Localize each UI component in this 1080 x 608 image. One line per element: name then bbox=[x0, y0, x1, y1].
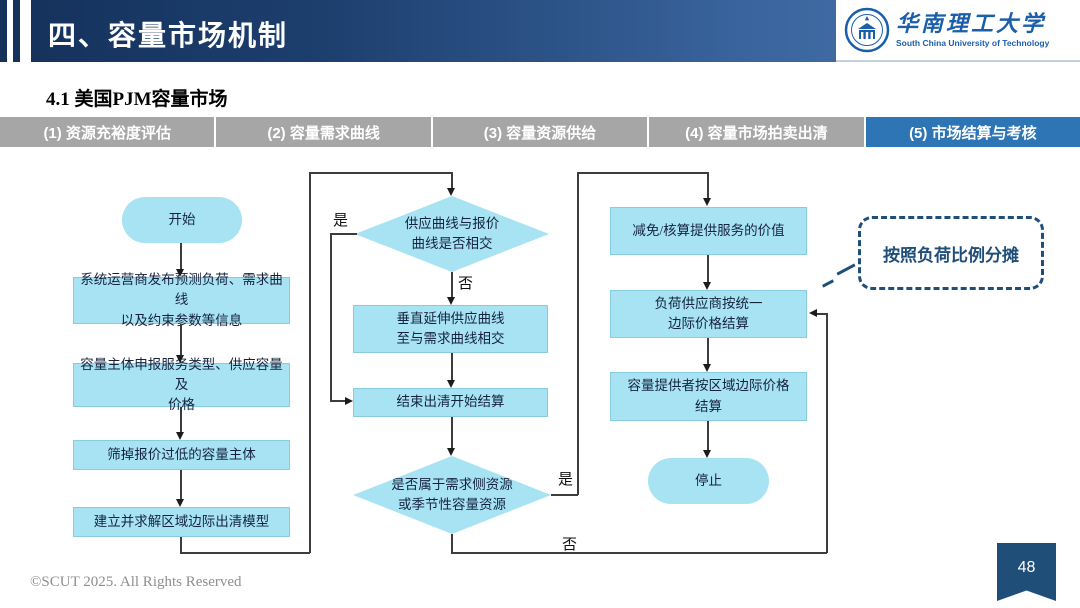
flow-decision-curves-intersect: 供应曲线与报价 曲线是否相交 bbox=[355, 196, 549, 272]
branch-label-yes: 是 bbox=[558, 472, 574, 488]
decor-stripe-wide bbox=[20, 0, 31, 62]
arrowhead bbox=[176, 269, 184, 277]
connector-line bbox=[826, 313, 828, 553]
connector-line bbox=[180, 243, 182, 269]
step-tabbar: (1) 资源充裕度评估 (2) 容量需求曲线 (3) 容量资源供给 (4) 容量… bbox=[0, 117, 1080, 147]
connector-line bbox=[309, 172, 311, 553]
flow-settle-node: 结束出清开始结算 bbox=[353, 388, 548, 417]
connector-line bbox=[577, 172, 579, 495]
callout-tail-dash bbox=[821, 279, 835, 288]
arrowhead bbox=[176, 355, 184, 363]
flow-provider-settle-node: 容量提供者按区域边际价格 结算 bbox=[610, 372, 807, 421]
connector-line bbox=[330, 233, 357, 235]
branch-label-no: 否 bbox=[458, 276, 474, 292]
connector-line bbox=[451, 552, 827, 554]
connector-line bbox=[330, 400, 345, 402]
connector-line bbox=[309, 172, 452, 174]
connector-line bbox=[451, 172, 453, 189]
arrowhead bbox=[703, 282, 711, 290]
connector-line bbox=[817, 313, 827, 315]
flow-start-node: 开始 bbox=[122, 197, 242, 243]
connector-line bbox=[707, 172, 709, 199]
arrowhead bbox=[703, 450, 711, 458]
arrowhead bbox=[176, 432, 184, 440]
flow-load-settle-node: 负荷供应商按统一 边际价格结算 bbox=[610, 290, 807, 338]
page-title: 四、容量市场机制 bbox=[48, 20, 289, 51]
arrowhead bbox=[703, 364, 711, 372]
copyright-text: ©SCUT 2025. All Rights Reserved bbox=[30, 574, 242, 590]
tab-resource-adequacy[interactable]: (1) 资源充裕度评估 bbox=[0, 117, 215, 147]
flow-model-node: 建立并求解区域边际出清模型 bbox=[73, 507, 290, 537]
branch-label-no: 否 bbox=[562, 537, 578, 553]
tab-auction-clearing[interactable]: (4) 容量市场拍卖出清 bbox=[649, 117, 864, 147]
connector-line bbox=[707, 255, 709, 282]
connector-line bbox=[451, 353, 453, 381]
flow-deduct-node: 减免/核算提供服务的价值 bbox=[610, 207, 807, 255]
arrowhead bbox=[809, 309, 817, 317]
connector-line bbox=[577, 172, 708, 174]
connector-line bbox=[707, 421, 709, 450]
arrowhead bbox=[703, 198, 711, 206]
connector-line bbox=[451, 417, 453, 449]
branch-label-yes: 是 bbox=[333, 213, 349, 229]
connector-line bbox=[180, 470, 182, 499]
flow-publish-node: 系统运营商发布预测负荷、需求曲线 以及约束参数等信息 bbox=[73, 272, 290, 328]
university-seal-icon bbox=[844, 7, 890, 53]
tab-resource-supply[interactable]: (3) 容量资源供给 bbox=[432, 117, 648, 147]
connector-line bbox=[180, 537, 182, 553]
arrowhead bbox=[447, 188, 455, 196]
flow-filter-node: 筛掉报价过低的容量主体 bbox=[73, 440, 290, 470]
flow-stop-node: 停止 bbox=[648, 458, 769, 504]
connector-line bbox=[180, 407, 182, 432]
connector-line bbox=[180, 324, 182, 355]
flow-declare-node: 容量主体申报服务类型、供应容量及 价格 bbox=[73, 357, 290, 412]
connector-line bbox=[551, 494, 578, 496]
arrowhead bbox=[447, 380, 455, 388]
connector-line bbox=[707, 338, 709, 364]
tab-demand-curve[interactable]: (2) 容量需求曲线 bbox=[216, 117, 431, 147]
connector-line bbox=[451, 272, 453, 298]
university-logo: 华南理工大学 South China University of Technol… bbox=[836, 0, 1080, 62]
callout-tail-dash bbox=[836, 263, 856, 276]
flow-extend-node: 垂直延伸供应曲线 至与需求曲线相交 bbox=[353, 305, 548, 353]
arrowhead bbox=[345, 397, 353, 405]
logo-text: 华南理工大学 South China University of Technol… bbox=[896, 10, 1050, 48]
flow-decision-resource-type: 是否属于需求侧资源 或季节性容量资源 bbox=[353, 456, 551, 534]
arrowhead bbox=[447, 448, 455, 456]
arrowhead bbox=[447, 297, 455, 305]
arrowhead bbox=[176, 499, 184, 507]
page-number-badge: 48 bbox=[997, 543, 1056, 601]
section-subtitle: 4.1 美国PJM容量市场 bbox=[46, 89, 228, 110]
connector-line bbox=[451, 534, 453, 553]
logo-name-cn: 华南理工大学 bbox=[896, 10, 1047, 36]
logo-name-en: South China University of Technology bbox=[896, 37, 1050, 48]
connector-line bbox=[180, 552, 310, 554]
tab-settlement-assessment[interactable]: (5) 市场结算与考核 bbox=[865, 117, 1080, 147]
callout-bubble: 按照负荷比例分摊 bbox=[858, 216, 1044, 290]
decor-stripe-thin bbox=[7, 0, 13, 62]
connector-line bbox=[330, 233, 332, 401]
